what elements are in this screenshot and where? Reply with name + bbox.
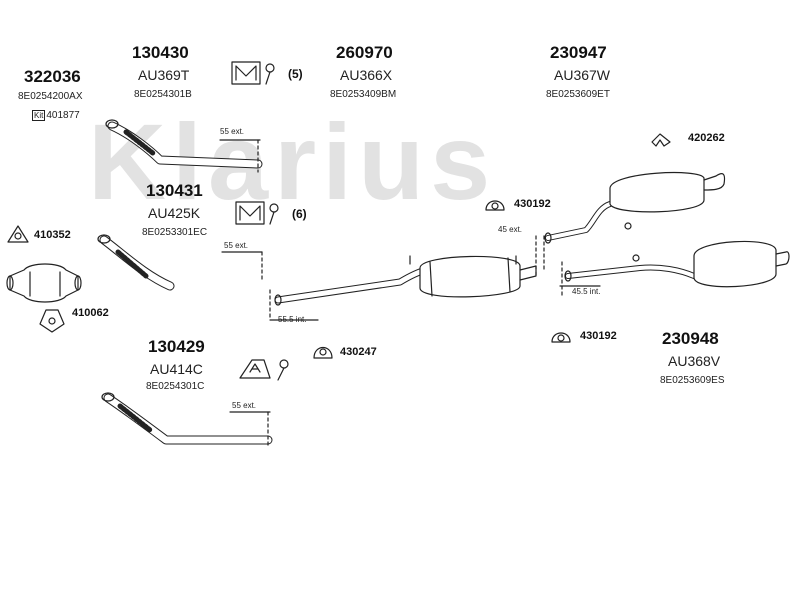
gasket-410352: [7, 225, 29, 243]
oem-code: 8E0254301B: [134, 89, 192, 100]
part-number-gasket: 410352: [34, 229, 71, 241]
part-code: AU368V: [668, 353, 721, 369]
mounting-rubber-430247: [313, 346, 333, 359]
part-number-hanger: 420262: [688, 132, 725, 144]
part-code: AU425K: [148, 205, 201, 221]
oem-code: 8E0254200AX: [18, 91, 83, 102]
part-number-rubber: 430192: [514, 198, 551, 210]
kit-label: Kit: [32, 110, 46, 121]
group-number: 322036: [24, 67, 81, 86]
mounting-kit-symbol-5: [231, 61, 275, 85]
part-number-rubber: 430247: [340, 346, 377, 358]
group-number: 130431: [146, 181, 203, 200]
rear-silencer-230948: [559, 240, 790, 288]
front-pipe-130429: [101, 392, 273, 447]
dimension-marks-middle: [221, 251, 319, 321]
oem-code: 8E0253609ET: [546, 89, 610, 100]
assembly-kit-symbol: [239, 359, 289, 381]
rear-silencer-230947: [544, 171, 726, 244]
part-code: AU366X: [340, 67, 393, 83]
mounting-rubber-430192-top: [485, 200, 505, 211]
mounting-rubber-430192-bottom: [551, 332, 571, 343]
group-number: 130430: [132, 43, 189, 62]
kit-number: 401877: [46, 110, 80, 121]
part-code: AU367W: [554, 67, 611, 83]
mounting-kit-count: (5): [288, 67, 303, 81]
group-number: 230947: [550, 43, 607, 62]
group-number: 260970: [336, 43, 393, 62]
catalytic-converter-322036: [6, 263, 82, 303]
mounting-kit-symbol-6: [235, 201, 279, 225]
part-code: AU369T: [138, 67, 190, 83]
part-number-rubber: 430192: [580, 330, 617, 342]
watermark-logo: Klarius: [88, 101, 497, 222]
front-pipe-130431: [97, 234, 175, 291]
dimension-label: 55 ext.: [220, 127, 245, 136]
dimension-label: 55.5 int.: [278, 315, 307, 324]
group-number: 230948: [662, 329, 719, 348]
gasket-410062: [39, 309, 65, 333]
centre-silencer-260970: [274, 255, 537, 306]
part-code: AU414C: [150, 361, 203, 377]
section-dividers: [535, 235, 563, 297]
dimension-label: 45 ext.: [498, 225, 523, 234]
dimension-label: 55 ext.: [232, 401, 257, 410]
dimension-label: 55 ext.: [224, 241, 249, 250]
kit-reference: Kit 401877: [32, 110, 80, 121]
mounting-kit-count: (6): [292, 207, 307, 221]
group-number: 130429: [148, 337, 205, 356]
dimension-label: 45.5 int.: [572, 287, 601, 296]
oem-code: 8E0253409BM: [330, 89, 397, 100]
hanger-420262: [651, 133, 671, 147]
oem-code: 8E0253301EC: [142, 227, 208, 238]
oem-code: 8E0253609ES: [660, 375, 725, 386]
part-number-gasket: 410062: [72, 307, 109, 319]
oem-code: 8E0254301C: [146, 381, 205, 392]
front-pipe-130430: [105, 119, 263, 173]
